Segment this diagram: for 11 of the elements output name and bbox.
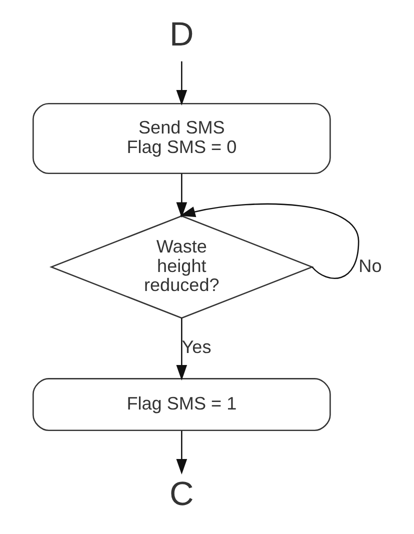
node-box: Flag SMS = 1 <box>32 378 330 431</box>
arrow <box>176 318 187 380</box>
arrow <box>176 61 187 106</box>
arrow <box>176 174 187 218</box>
arrow <box>176 430 187 474</box>
arrow <box>179 203 359 279</box>
node-text: D <box>169 16 194 54</box>
node-diamond: Waste height reduced? <box>48 215 314 319</box>
node-text: C <box>169 476 194 513</box>
edge-label: No <box>358 256 382 276</box>
node-box: Send SMS Flag SMS = 0 <box>32 103 330 174</box>
